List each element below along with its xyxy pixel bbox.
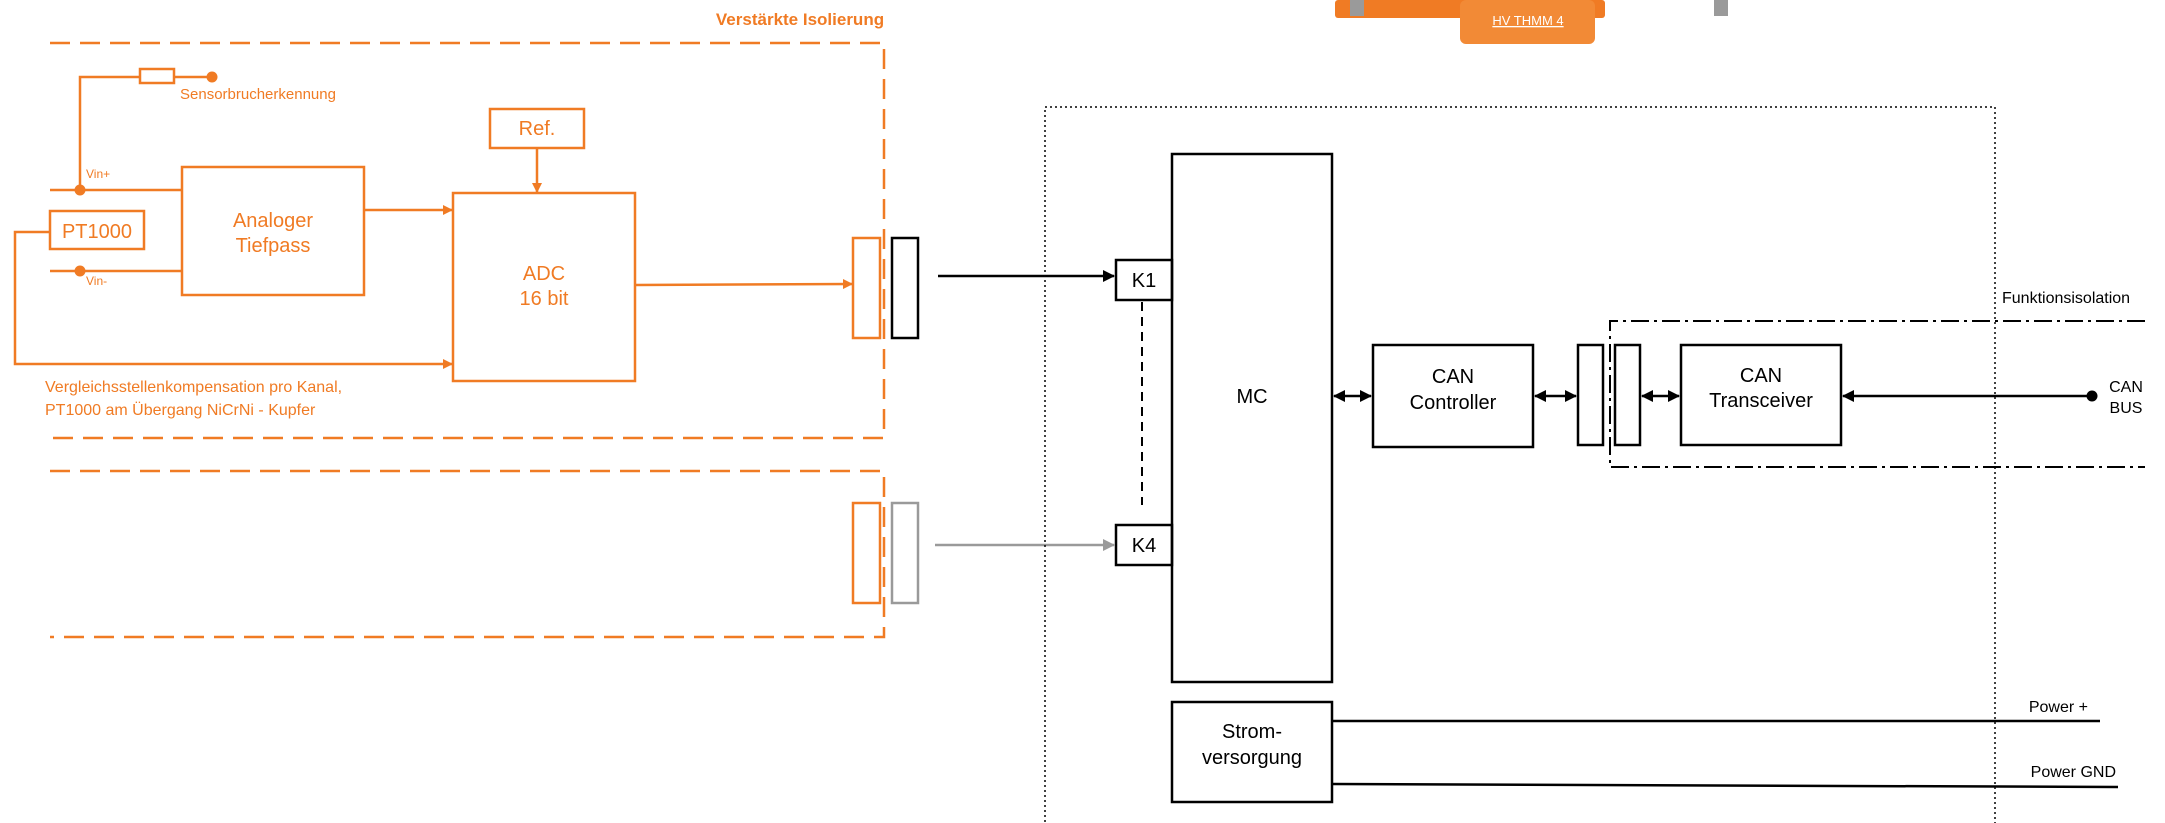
can-bus-terminal <box>2087 391 2098 402</box>
controller-board-boundary <box>1045 107 1995 823</box>
can-bus-label-line1: CAN <box>2109 379 2143 396</box>
power-plus-label: Power + <box>2029 699 2088 716</box>
can-controller-label-line1: CAN <box>1432 366 1474 388</box>
isolator-channel-4-primary <box>853 503 880 603</box>
k1-label: K1 <box>1132 270 1156 292</box>
power-gnd-label: Power GND <box>2031 764 2116 781</box>
device-label: HV THMM 4 <box>1492 13 1563 28</box>
lowpass-label-line2: Tiefpass <box>236 235 311 257</box>
can-isolator-right <box>1615 345 1640 445</box>
can-transceiver-label-line2: Transceiver <box>1709 390 1813 412</box>
isolator-channel-4-secondary <box>892 503 918 603</box>
can-controller-label-line2: Controller <box>1410 392 1497 414</box>
k4-label: K4 <box>1132 535 1156 557</box>
lowpass-label-line1: Analoger <box>233 210 313 232</box>
isolation-boundary-channel-4 <box>50 471 884 637</box>
vin-minus-label: Vin- <box>86 274 107 288</box>
can-isolator-left <box>1578 345 1603 445</box>
functional-isolation-label: Funktionsisolation <box>2002 290 2130 307</box>
diagram-title: Verstärkte Isolierung <box>716 10 884 29</box>
compensation-label-line1: Vergleichsstellenkompensation pro Kanal, <box>45 379 342 396</box>
power-supply-label-line2: versorgung <box>1202 747 1302 769</box>
vin-plus-label: Vin+ <box>86 167 110 181</box>
pt1000-label: PT1000 <box>62 221 132 243</box>
compensation-label-line2: PT1000 am Übergang NiCrNi - Kupfer <box>45 401 316 419</box>
isolator-channel-1-primary <box>853 238 880 338</box>
adc-box <box>453 193 635 381</box>
mc-box <box>1172 154 1332 682</box>
can-bus-label-line2: BUS <box>2110 400 2143 417</box>
compensation-wire <box>15 232 452 364</box>
power-gnd-wire <box>1332 784 2118 787</box>
isolator-channel-1-secondary <box>892 238 918 338</box>
sensor-break-label: Sensorbrucherkennung <box>180 86 336 103</box>
can-transceiver-label-line1: CAN <box>1740 365 1782 387</box>
vin-plus-node <box>75 185 86 196</box>
adc-to-isolator-wire <box>635 284 852 285</box>
vin-minus-node <box>75 266 86 277</box>
mc-label: MC <box>1236 386 1267 408</box>
device-photo: HV THMM 4 <box>1335 0 1728 44</box>
adc-label-line2: 16 bit <box>520 288 569 310</box>
reference-label: Ref. <box>519 118 556 140</box>
adc-label-line1: ADC <box>523 263 565 285</box>
power-supply-label-line1: Strom- <box>1222 721 1282 743</box>
